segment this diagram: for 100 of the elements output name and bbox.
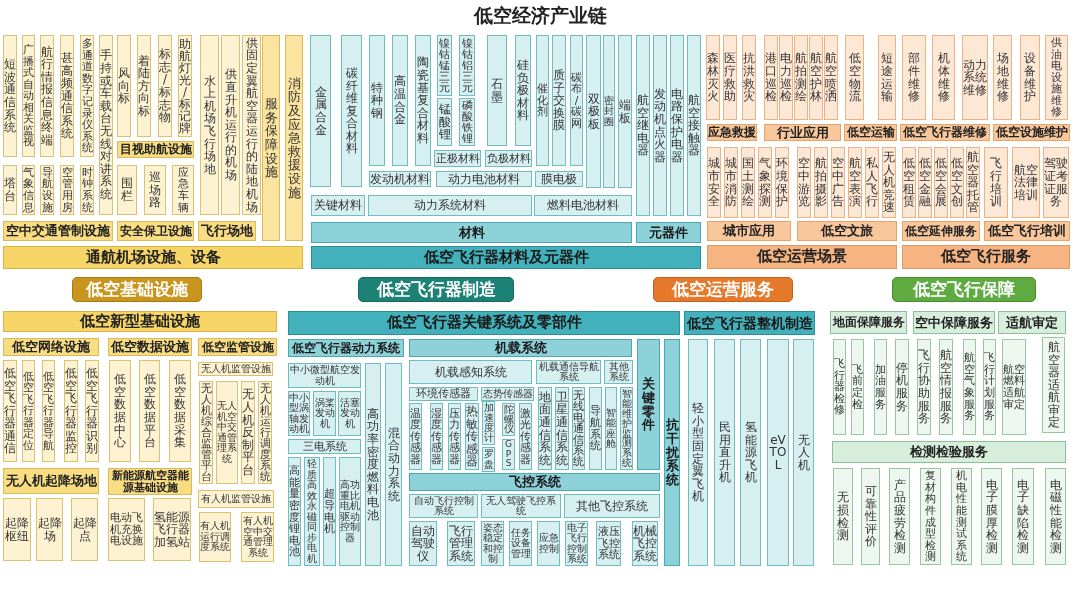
item-box: 自动飞行控制系统 [409, 494, 478, 518]
item-box: 其他飞控系统 [564, 494, 660, 518]
item-box: 陀螺仪 [502, 403, 515, 436]
item-box: 城市消防 [724, 147, 738, 218]
item-box: 动力电池材料 [436, 171, 532, 187]
category-box: 适航审定 [998, 311, 1066, 334]
item-box: 无人机反制平台 [241, 381, 255, 484]
item-box: 其他系统 [604, 360, 633, 384]
item-box: 氢能源飞行器加氢站 [153, 498, 191, 561]
item-box: 加速度计 [482, 401, 495, 445]
title: 低空经济产业链 [472, 3, 608, 28]
category-box: 低空网络设施 [3, 338, 99, 356]
item-box: 低空飞行器通信 [3, 360, 17, 462]
item-box: 有人机监管设施 [198, 490, 274, 508]
item-box: 供直升机运行的机场 [221, 35, 240, 215]
item-box: 低空飞行器定位 [22, 360, 35, 462]
category-box: 服务保障设施 [262, 35, 280, 241]
item-box: 航空护林 [809, 35, 823, 120]
item-box: 特种钢 [369, 35, 385, 166]
item-box: 碳布/碳网 [570, 35, 583, 166]
item-box: 机电性能测试系统 [951, 468, 972, 565]
item-box: 导航设施 [40, 165, 54, 215]
item-box: 环境传感器 [409, 387, 478, 401]
item-box: 低空飞行器识别 [85, 360, 99, 462]
category-box: 低空文旅 [797, 221, 897, 241]
item-box: 设备维护 [1020, 35, 1040, 120]
item-box: 智能维护监测系统 [620, 387, 633, 470]
item-box: 航空情报服务 [939, 339, 953, 435]
category-box: 低空数据设施 [108, 338, 192, 356]
item-box: 航空器适航审定 [1042, 337, 1065, 433]
item-box: 应急控制 [537, 521, 560, 566]
item-box: 航空气象服务 [963, 339, 976, 435]
item-box: 电子飞行控制系统 [565, 521, 588, 566]
item-box: 无损检测 [833, 468, 853, 565]
category-box: 安全保卫设施 [117, 221, 194, 241]
item-box: 航空燃料适航审定 [1002, 339, 1026, 435]
item-box: 智能座舱 [605, 387, 617, 470]
section-bar: 低空新型基础设施 [3, 311, 277, 332]
item-box: 城市安全 [707, 147, 721, 218]
item-box: 金属合金 [310, 35, 331, 187]
item-box: 高温合金 [392, 35, 408, 166]
category-box: 关键零件 [637, 339, 660, 470]
item-box: 供固定翼航空器运行的陆地机场 [242, 35, 261, 215]
category-box: 元器件 [636, 222, 701, 243]
item-box: 锰酸锂 [437, 98, 452, 146]
item-box: 镍钴锰三元 [437, 35, 452, 96]
item-box: 加油服务 [874, 339, 887, 435]
category-box: 低空飞行培训 [984, 221, 1070, 241]
item-box: 飞行协助服务 [917, 339, 931, 435]
item-box: 罗盘 [482, 447, 495, 472]
item-box: 塔台 [3, 165, 17, 215]
item-box: 部件维修 [902, 35, 926, 120]
item-box: 巡场路 [144, 165, 166, 215]
item-box: 无人机综合监管平台 [199, 381, 213, 484]
item-box: 卫星通信系统 [555, 387, 569, 470]
item-box: 态势传感器 [481, 387, 534, 401]
item-box: 起降场 [36, 498, 63, 561]
section-bar: 低空飞行器关键系统及零部件 [288, 311, 680, 335]
category-pill: 低空运营服务 [653, 277, 793, 302]
category-box: 检测检验服务 [832, 441, 1066, 463]
item-box: 催化剂 [536, 35, 549, 166]
item-box: 航拍摄影 [814, 147, 828, 218]
item-box: 低空租赁 [902, 147, 916, 218]
item-box: 短途运输 [878, 35, 896, 120]
item-box: 轻质高效永磁同步电机 [304, 457, 320, 566]
category-box: 消防及应急救援设施 [285, 35, 303, 241]
item-box: 三电系统 [288, 439, 361, 454]
item-box: 航空接触器 [687, 35, 701, 216]
item-box: 低空数据平台 [139, 360, 160, 462]
item-box: 环境保护 [775, 147, 789, 218]
item-box: 机体维修 [932, 35, 955, 120]
category-box: 地面保障服务 [830, 311, 907, 334]
item-box: 甚高频通信系统 [60, 35, 74, 157]
item-box: 中小型涡轴发动机 [288, 391, 310, 436]
item-box: 无人机运行调度系统 [258, 381, 272, 484]
item-box: 高能量密度锂电池 [288, 457, 301, 566]
item-box: 低空飞行器监控 [64, 360, 78, 462]
item-box: 航空表演 [848, 147, 862, 218]
item-box: 动力系统维修 [962, 35, 988, 120]
item-box: 助航灯光/标记牌 [178, 35, 192, 137]
item-box: 机械飞控系统 [632, 521, 658, 566]
item-box: 电力巡检 [779, 35, 793, 120]
item-box: 短波通信系统 [3, 35, 17, 157]
item-box: 低空金融 [918, 147, 932, 218]
item-box: 航空继电器 [636, 35, 650, 216]
category-box: 飞行场地 [198, 221, 256, 241]
category-box: 城市应用 [707, 221, 791, 241]
item-box: 水上机场飞行场地 [200, 35, 219, 215]
item-box: 可靠性评价 [861, 468, 880, 565]
item-box: eVTOL [767, 339, 789, 566]
item-box: 湿度传感器 [430, 403, 443, 470]
item-box: 港口巡检 [764, 35, 778, 120]
item-box: 低空会展 [934, 147, 948, 218]
item-box: 活塞发动机 [338, 391, 361, 436]
item-box: 飞行管理系统 [447, 521, 475, 566]
item-box: 氢能源飞机 [740, 339, 761, 566]
item-box: 轻小型固定翼飞机 [688, 339, 708, 566]
item-box: 无线电通信系统 [572, 387, 585, 470]
item-box: 电磁性能检测 [1045, 468, 1066, 565]
item-box: 标志/标志物 [158, 35, 172, 137]
